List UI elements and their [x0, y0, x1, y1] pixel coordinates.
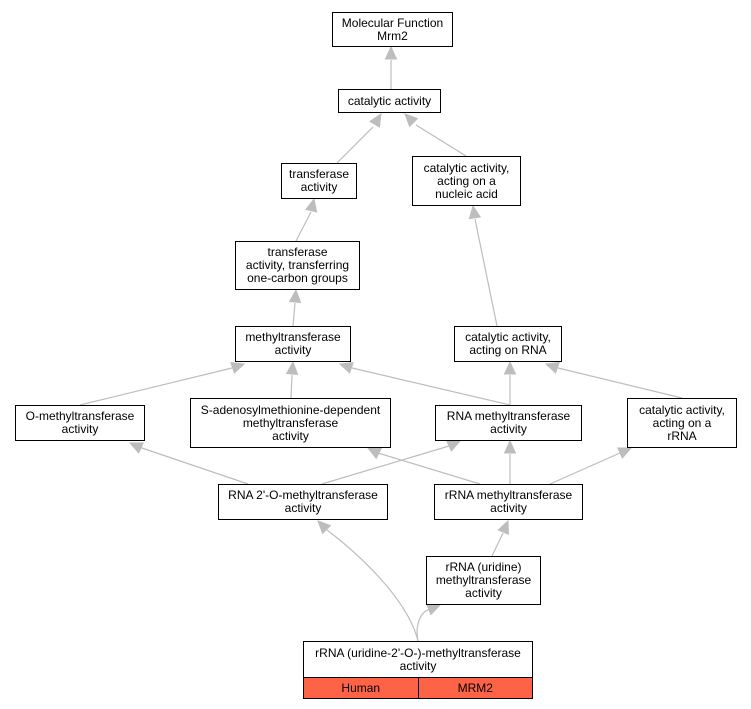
- edge-arrowhead: [366, 447, 382, 460]
- edge-arrowhead: [384, 45, 398, 60]
- node-label-line: catalytic activity,: [423, 160, 510, 175]
- gene-tag[interactable]: MRM2: [417, 678, 532, 698]
- edge-arrowhead: [128, 442, 144, 454]
- node-label-line: O-methyltransferase: [25, 409, 135, 423]
- node-label-line: catalytic activity,: [639, 402, 725, 417]
- edge-arrowhead: [404, 113, 419, 128]
- node-label-line: rRNA: [667, 428, 697, 443]
- edge-arrowhead: [446, 440, 462, 452]
- edges: [79, 45, 683, 642]
- node-label-line: methyltransferase: [242, 415, 339, 430]
- edge-arrowhead: [369, 112, 382, 128]
- node-label-line: activity: [490, 501, 527, 515]
- node-label-line: catalytic activity: [347, 93, 432, 108]
- node-label-line: activity: [274, 343, 312, 357]
- node-label-line: RNA methyltransferase: [446, 409, 571, 423]
- edge-line: [321, 445, 450, 485]
- edge-line: [336, 126, 374, 164]
- node-label-line: rRNA (uridine-2'-O-)-methyltransferase: [315, 645, 521, 660]
- edge-line: [557, 367, 683, 399]
- species-tag[interactable]: Human: [304, 678, 418, 698]
- node-label-line: one-carbon groups: [247, 271, 348, 285]
- node-label-line: nucleic acid: [435, 186, 498, 201]
- edge-arrowhead: [617, 447, 633, 459]
- edge-line: [377, 452, 481, 485]
- node-label-line: RNA 2'-O-methyltransferase: [228, 488, 378, 502]
- node-label-line: activity, transferring: [245, 258, 350, 272]
- node-label-line: activity: [61, 422, 99, 436]
- node-label-line: activity: [399, 658, 437, 673]
- edge-arrowhead: [305, 197, 318, 213]
- node-catalytic-activity[interactable]: catalytic activity: [338, 89, 441, 113]
- node-label-line: methyltransferase: [435, 573, 532, 587]
- edge-line: [351, 367, 511, 406]
- node-catalytic-rna[interactable]: catalytic activity,acting on RNA: [454, 326, 562, 362]
- edge-line: [292, 302, 296, 327]
- edge-arrowhead: [338, 361, 354, 374]
- edge-line: [138, 446, 249, 485]
- node-label-line: acting on RNA: [469, 343, 547, 357]
- edge-arrowhead: [503, 439, 517, 454]
- edge-arrowhead: [497, 519, 509, 535]
- node-label-line: transferase: [288, 167, 350, 181]
- node-label-line: Mrm2: [377, 28, 408, 43]
- edge-line: [549, 452, 621, 485]
- node-label-line: activity: [490, 422, 527, 436]
- node-label-line: acting on a: [652, 415, 712, 430]
- edge-line: [79, 367, 233, 406]
- edge-line: [491, 532, 504, 557]
- node-label-line: S-adenosylmethionine-dependent: [200, 402, 381, 417]
- node-label-line: activity: [300, 180, 338, 194]
- node-label-line: rRNA methyltransferase: [444, 488, 573, 502]
- edge-arrowhead: [317, 520, 332, 535]
- node-label-line: acting on a: [437, 173, 496, 188]
- edge-arrowhead: [468, 204, 482, 220]
- edge-arrowhead: [426, 603, 442, 616]
- node-label-line: Molecular Function: [341, 15, 444, 30]
- edge-arrowhead: [503, 360, 517, 375]
- annotation-row: Human MRM2: [303, 678, 533, 699]
- edge-line: [295, 211, 312, 242]
- edge-arrowhead: [544, 361, 560, 374]
- edge-arrowhead: [285, 360, 299, 375]
- node-label-line: activity: [465, 586, 502, 600]
- edge-line: [326, 529, 419, 642]
- edge-line: [415, 124, 467, 157]
- edge-line: [290, 374, 293, 399]
- node-label-line: activity: [272, 428, 309, 443]
- edge-line: [416, 608, 431, 642]
- node-label-line: transferase: [267, 245, 328, 259]
- node-label-line: methyltransferase: [245, 330, 341, 344]
- node-label-line: catalytic activity,: [465, 330, 551, 344]
- edge-arrowhead: [288, 288, 302, 303]
- edge-line: [474, 218, 498, 327]
- node-label-line: activity: [284, 501, 322, 515]
- edge-arrowhead: [230, 361, 246, 374]
- node-label-line: rRNA (uridine): [445, 560, 522, 574]
